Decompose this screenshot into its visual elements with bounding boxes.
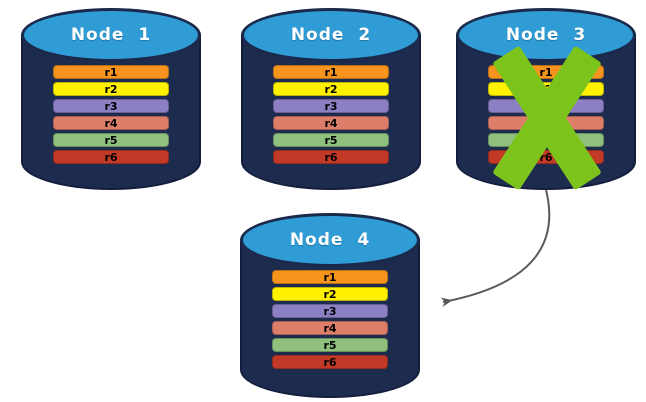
row-r2: r2 — [272, 287, 388, 301]
row-r3: r3 — [272, 304, 388, 318]
node-4: Node 4 r1 r2 r3 r4 r5 r6 — [240, 213, 420, 398]
row-r4: r4 — [488, 116, 604, 130]
node-title: Node 1 — [70, 25, 152, 45]
node-1: Node 1 r1 r2 r3 r4 r5 r6 — [21, 8, 201, 190]
node-title: Node 3 — [505, 25, 587, 45]
row-r6: r6 — [273, 150, 389, 164]
row-r3: r3 — [53, 99, 169, 113]
node-title: Node 2 — [290, 25, 372, 45]
row-stack: r1 r2 r3 r4 r5 r6 — [272, 270, 388, 369]
row-r4: r4 — [273, 116, 389, 130]
cylinder-body — [240, 239, 420, 398]
arrow-curve — [440, 189, 551, 307]
row-r4: r4 — [272, 321, 388, 335]
row-r6: r6 — [488, 150, 604, 164]
row-stack: r1 r2 r3 r4 r5 r6 — [53, 65, 169, 164]
row-r2: r2 — [273, 82, 389, 96]
row-r5: r5 — [488, 133, 604, 147]
cylinder-top: Node 1 — [21, 8, 201, 62]
row-r1: r1 — [273, 65, 389, 79]
row-r2: r2 — [53, 82, 169, 96]
row-r2: r2 — [488, 82, 604, 96]
cylinder-top: Node 4 — [240, 213, 420, 267]
node-3: Node 3 r1 r2 r3 r4 r5 r6 — [456, 8, 636, 191]
row-r3: r3 — [488, 99, 604, 113]
cylinder-top: Node 3 — [456, 8, 636, 62]
row-r1: r1 — [488, 65, 604, 79]
row-stack: r1 r2 r3 r4 r5 r6 — [273, 65, 389, 164]
row-r1: r1 — [272, 270, 388, 284]
row-r6: r6 — [53, 150, 169, 164]
row-r5: r5 — [273, 133, 389, 147]
node-title: Node 4 — [289, 230, 371, 250]
node-2: Node 2 r1 r2 r3 r4 r5 r6 — [241, 8, 421, 190]
cylinder-top: Node 2 — [241, 8, 421, 62]
row-stack: r1 r2 r3 r4 r5 r6 — [488, 65, 604, 164]
row-r6: r6 — [272, 355, 388, 369]
row-r1: r1 — [53, 65, 169, 79]
row-r5: r5 — [272, 338, 388, 352]
row-r3: r3 — [273, 99, 389, 113]
row-r4: r4 — [53, 116, 169, 130]
row-r5: r5 — [53, 133, 169, 147]
